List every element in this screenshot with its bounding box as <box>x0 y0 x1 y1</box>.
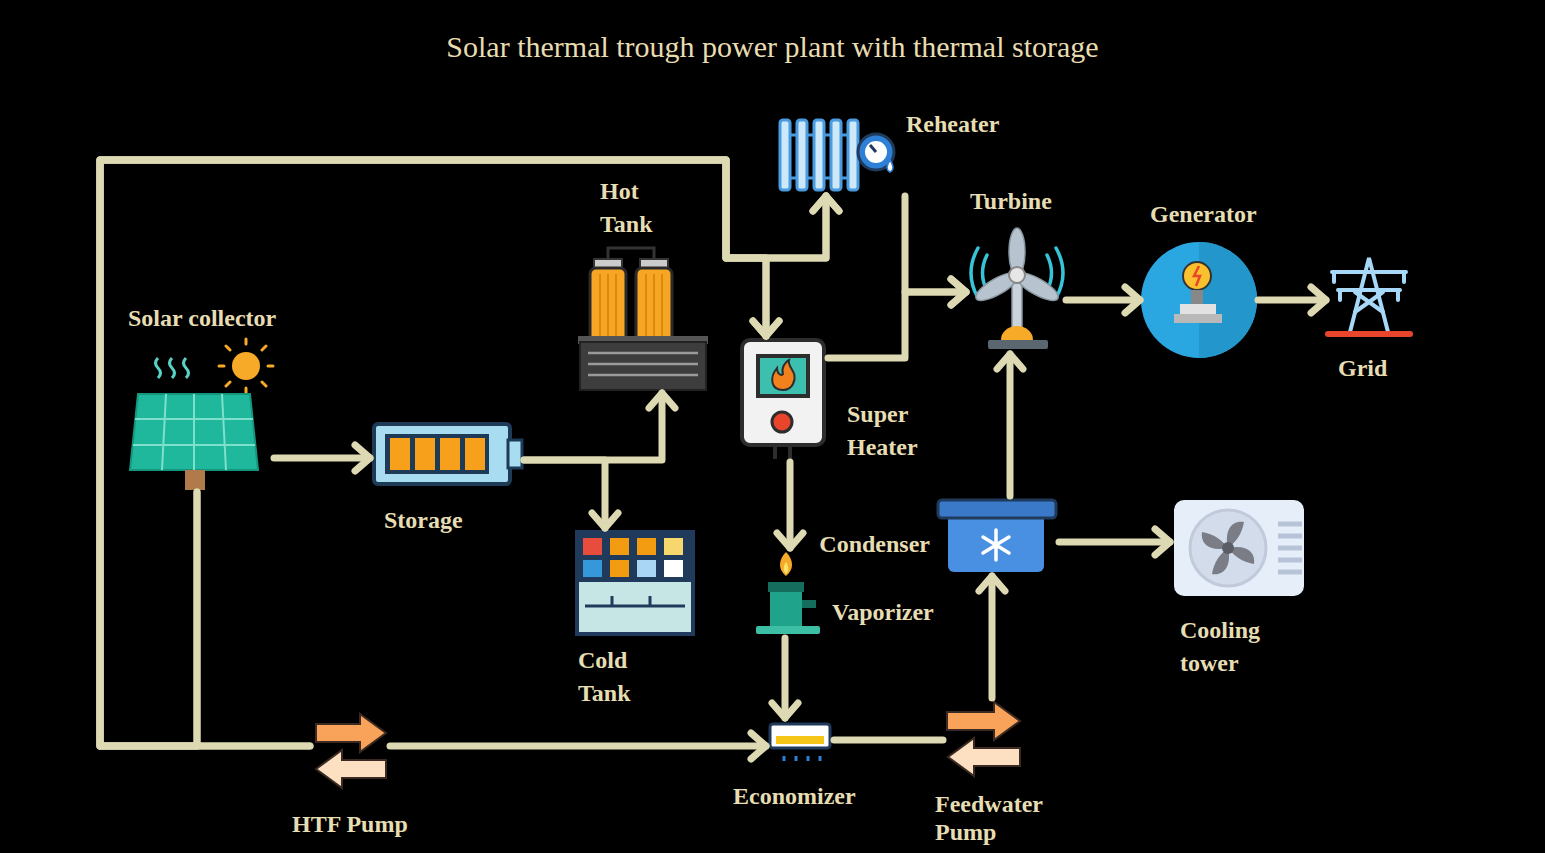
arrow-head <box>753 321 779 336</box>
cooling-fan-icon <box>1174 500 1304 596</box>
flow-arrow <box>777 462 803 548</box>
component-node: Condenser <box>935 496 1059 576</box>
flow-arrow <box>524 393 675 460</box>
flow-line <box>390 743 766 750</box>
component-node: Solar collector <box>128 340 274 492</box>
pylon-icon <box>1328 258 1410 334</box>
arrow-head <box>355 445 370 471</box>
flow-line <box>100 160 826 746</box>
flow-line <box>1059 539 1170 546</box>
component-node: Feedwater Pump <box>943 698 1023 780</box>
flow-line <box>1066 297 1140 304</box>
flow-arrow <box>100 160 839 746</box>
component-label: Cold Tank <box>578 644 658 710</box>
component-node: Cooling tower <box>1170 496 1308 600</box>
component-node: Turbine <box>966 232 1066 354</box>
component-node: Reheater <box>774 114 907 196</box>
component-node: Super Heater <box>738 336 828 462</box>
component-node: Vaporizer <box>752 548 824 638</box>
component-node: Economizer <box>766 718 834 770</box>
pump-arrows-icon <box>947 702 1020 776</box>
arrow-head <box>979 576 1005 591</box>
arrow-head <box>951 279 966 305</box>
component-node: Cold Tank <box>573 528 697 636</box>
flow-arrow <box>390 733 766 759</box>
flow-line <box>100 160 766 746</box>
flow-line <box>905 196 966 292</box>
flow-line <box>787 462 794 548</box>
reheater-icon <box>780 120 894 190</box>
flow-arrow <box>828 279 966 358</box>
component-label: Grid <box>1338 352 1387 385</box>
arrow-head <box>1155 529 1170 555</box>
condenser-icon <box>938 500 1056 572</box>
arrow-head <box>649 393 675 408</box>
super-heater-icon <box>742 340 824 459</box>
hot-tank-icon <box>578 248 708 390</box>
arrow-head <box>777 533 803 548</box>
arrow-head <box>997 354 1023 369</box>
component-label: Hot Tank <box>600 175 680 241</box>
flow-arrow <box>1059 529 1170 555</box>
component-node: Generator <box>1140 242 1258 360</box>
flow-line <box>989 576 996 698</box>
arrow-head <box>592 513 618 528</box>
component-label: Economizer <box>733 780 856 813</box>
component-label: Turbine <box>970 185 1052 218</box>
component-node: HTF Pump <box>310 710 390 790</box>
flow-arrow <box>997 354 1023 496</box>
arrow-head <box>1311 287 1326 313</box>
flow-arrow <box>979 576 1005 698</box>
flow-arrow <box>772 638 798 718</box>
component-node: Grid <box>1326 252 1412 338</box>
component-label: HTF Pump <box>292 808 408 841</box>
flow-line <box>100 160 766 746</box>
pump-arrows-icon <box>316 714 386 788</box>
flow-line <box>1258 297 1326 304</box>
flow-arrow <box>100 160 839 746</box>
component-label: Condenser <box>810 528 930 561</box>
flow-arrow <box>1066 287 1140 313</box>
component-label: Feedwater Pump <box>935 790 1060 846</box>
flow-arrow <box>834 740 943 741</box>
flow-line <box>274 455 370 462</box>
turbine-icon <box>971 228 1063 349</box>
flow-arrow <box>100 160 779 746</box>
flow-line <box>828 292 966 358</box>
component-label: Super Heater <box>847 398 947 464</box>
flow-line <box>834 737 943 744</box>
component-label: Generator <box>1150 198 1257 231</box>
flow-arrow <box>100 160 779 746</box>
battery-icon <box>374 424 522 484</box>
burner-icon <box>756 552 820 634</box>
component-label: Cooling tower <box>1180 614 1290 680</box>
flow-arrow <box>524 460 618 528</box>
generator-icon <box>1141 242 1257 358</box>
component-label: Storage <box>384 504 463 537</box>
flow-line <box>100 160 826 746</box>
component-label: Solar collector <box>128 302 276 335</box>
arrow-head <box>1125 287 1140 313</box>
diagram-title: Solar thermal trough power plant with th… <box>0 30 1545 64</box>
arrow-head <box>772 703 798 718</box>
component-label: Reheater <box>906 108 999 141</box>
arrow-head <box>813 196 839 211</box>
component-label: Vaporizer <box>832 596 934 629</box>
flow-line <box>524 393 662 460</box>
cold-tank-icon <box>577 532 693 634</box>
flow-line <box>1007 354 1014 496</box>
arrow-head <box>751 733 766 759</box>
flow-arrow <box>274 445 370 471</box>
solar-panel-icon <box>130 339 273 490</box>
economizer-icon <box>770 724 830 761</box>
flow-line <box>782 638 789 718</box>
flow-arrow <box>1258 287 1326 313</box>
component-node: Hot Tank <box>576 243 712 393</box>
component-node: Storage <box>370 420 524 488</box>
